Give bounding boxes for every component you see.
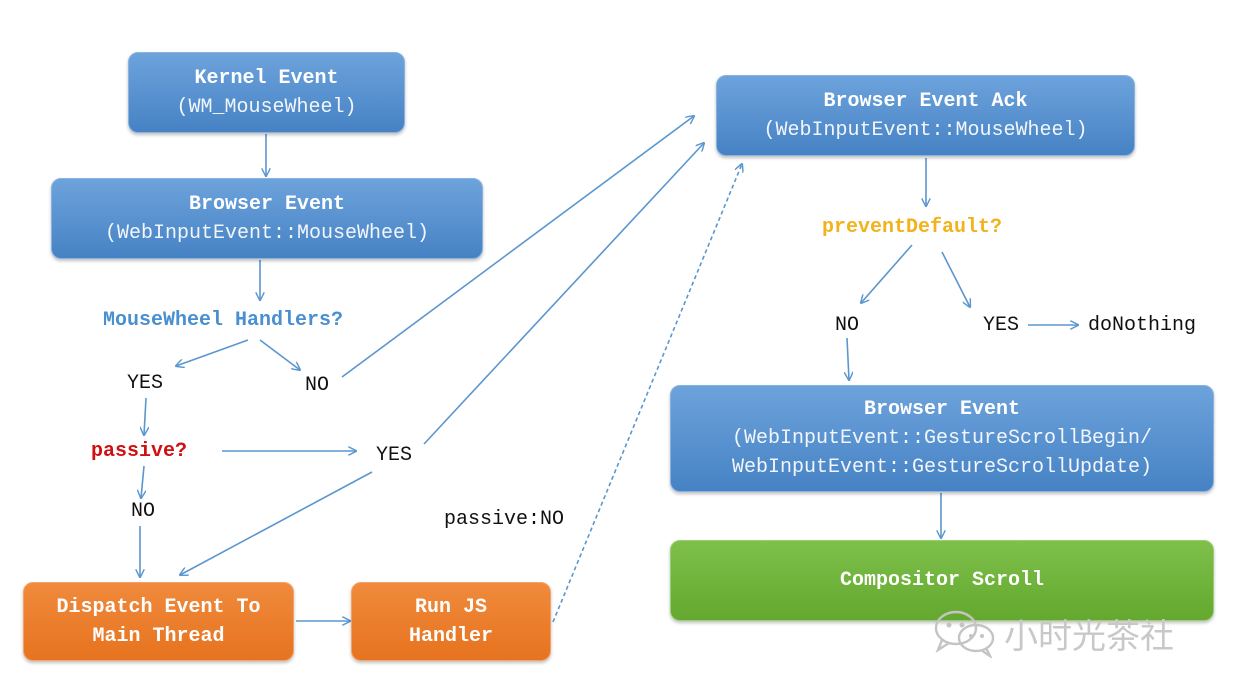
arrow-prevent-to-yes [941,251,970,307]
passive-question: passive? [91,440,188,463]
run-js-line2: Handler [408,624,493,648]
kernel-event-sub: (WM_MouseWheel) [176,95,357,119]
wechat-icon [934,610,995,658]
arrow-yes-passive-to-dispatch [180,471,373,575]
watermark: 小时光茶社 [932,608,1174,658]
arrow-yes-to-passive [144,397,146,435]
arrow-passive-to-no [141,465,144,498]
run-js-handler-box: Run JS Handler [351,582,551,661]
watermark-text: 小时光茶社 [1004,616,1174,657]
browser-event-gesture-title: Browser Event [863,398,1021,421]
prevent-default-question: preventDefault? [822,216,1003,239]
browser-event-ack-box: Browser Event Ack (WebInputEvent::MouseW… [716,75,1135,156]
browser-event-box: Browser Event (WebInputEvent::MouseWheel… [51,178,483,259]
arrow-runjs-to-ack-dashed [552,164,742,623]
no-prevent-label: NO [835,314,860,337]
browser-event-gesture-sub1: (WebInputEvent::GestureScrollBegin/ [731,427,1153,450]
browser-event-gesture-box: Browser Event (WebInputEvent::GestureScr… [670,385,1214,492]
mousewheel-handlers-question: MouseWheel Handlers? [103,309,344,332]
arrow-handlers-to-yes [176,339,249,366]
compositor-scroll-title: Compositor Scroll [839,569,1045,592]
browser-event-sub: (WebInputEvent::MouseWheel) [104,221,430,245]
kernel-event-box: Kernel Event (WM_MouseWheel) [128,52,405,133]
arrow-yes-passive-to-ack [423,143,704,445]
arrow-no-to-gesture [847,337,849,380]
dispatch-event-box: Dispatch Event To Main Thread [23,582,294,661]
dispatch-event-line1: Dispatch Event To [56,595,261,619]
yes-passive-label: YES [376,444,413,467]
do-nothing-label: doNothing [1088,314,1197,337]
dispatch-event-line2: Main Thread [92,624,225,648]
browser-event-title: Browser Event [188,192,346,216]
browser-event-gesture-sub2: WebInputEvent::GestureScrollUpdate) [731,456,1153,479]
arrow-prevent-to-no [861,244,913,303]
arrow-handlers-to-no [259,339,300,370]
arrow-no-to-ack [341,116,694,378]
run-js-line1: Run JS [414,595,487,619]
passive-no-label: passive:NO [444,508,565,531]
browser-event-ack-title: Browser Event Ack [823,89,1028,113]
compositor-scroll-box: Compositor Scroll [670,540,1214,621]
yes-handlers-label: YES [127,372,164,395]
yes-prevent-label: YES [983,314,1020,337]
kernel-event-title: Kernel Event [194,66,339,90]
no-passive-label: NO [131,500,156,523]
browser-event-ack-sub: (WebInputEvent::MouseWheel) [763,118,1088,142]
no-handlers-label: NO [305,374,330,397]
